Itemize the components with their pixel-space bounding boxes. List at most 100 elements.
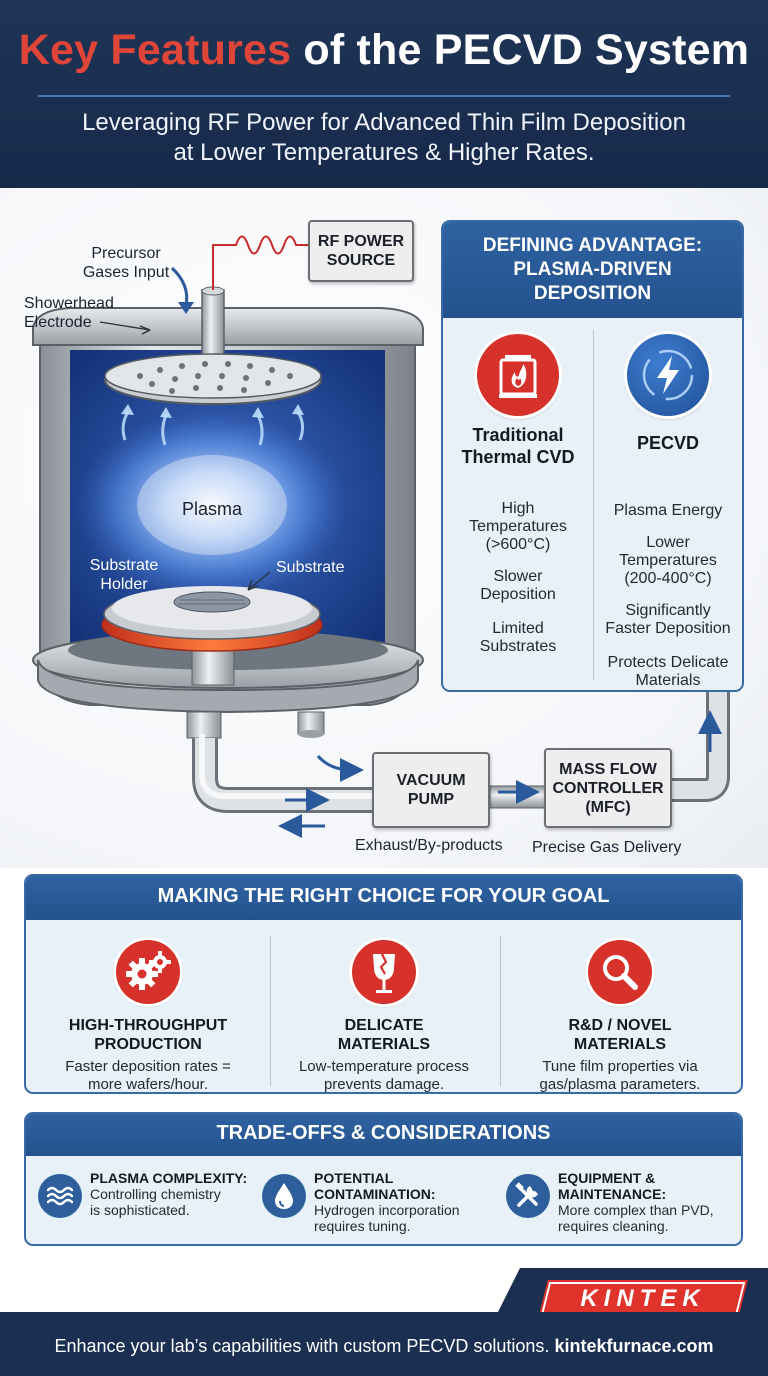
tradeoff-3-desc-line-2: requires cleaning. [558,1218,669,1234]
tradeoff-1-description: Controlling chemistry is sophisticated. [90,1186,221,1218]
waves-icon [38,1174,82,1218]
advantage-title: DEFINING ADVANTAGE: PLASMA-DRIVEN DEPOSI… [443,234,742,306]
thermal-item2-line-1: Slower [493,568,543,585]
footer-website-link[interactable]: kintekfurnace.com [554,1336,714,1356]
substrate-holder-label: Substrate Holder [76,556,172,594]
rf-power-source-box: RF POWER SOURCE [308,220,414,282]
goal-3-heading: R&D / NOVEL MATERIALS [502,1016,738,1054]
fragile-glass-icon [352,940,416,1004]
precursor-label-line-2: Gases Input [82,264,170,281]
page-subtitle: Leveraging RF Power for Advanced Thin Fi… [20,108,748,168]
furnace-flame-icon [477,334,559,416]
rf-source-line-2: SOURCE [326,252,396,269]
vacuum-pump-box: VACUUM PUMP [372,752,490,828]
precursor-label-line-1: Precursor [91,245,161,262]
tradeoff-2-desc-line-1: Hydrogen incorporation [314,1202,460,1218]
thermal-item1-line-2: Temperatures [469,518,567,535]
tradeoffs-title: TRADE-OFFS & CONSIDERATIONS [216,1122,551,1144]
thermal-cvd-heading: Traditional Thermal CVD [443,424,593,468]
thermal-heading-line-1: Traditional [472,425,564,445]
tradeoffs-panel: TRADE-OFFS & CONSIDERATIONS PLASMA COMPL… [24,1112,743,1246]
goal-3-desc-line-2: gas/plasma parameters. [539,1076,701,1093]
goal-3-heading-line-1: R&D / NOVEL [568,1017,672,1034]
thermal-item-substrates: Limited Substrates [443,620,593,656]
page-title: Key Features of the PECVD System [0,26,768,75]
tradeoff-2-heading-line-2: CONTAMINATION: [314,1186,436,1202]
subtitle-line-1: Leveraging RF Power for Advanced Thin Fi… [82,109,686,136]
pecvd-item4-line-2: Materials [635,672,701,689]
goal-2-heading-line-1: DELICATE [344,1017,424,1034]
goal-1-desc-line-2: more wafers/hour. [87,1076,209,1093]
tradeoff-1-heading-line-1: PLASMA COMPLEXITY: [90,1170,248,1186]
goal-1-heading-line-2: PRODUCTION [94,1036,202,1053]
goal-2-desc-line-2: prevents damage. [323,1076,445,1093]
tradeoff-1-desc-line-1: Controlling chemistry [90,1186,221,1202]
thermal-item3-line-1: Limited [492,620,544,637]
column-divider [593,330,594,680]
mfc-line-1: MASS FLOW [559,760,657,778]
pecvd-heading: PECVD [636,433,699,453]
goal-1-heading: HIGH-THROUGHPUT PRODUCTION [30,1016,266,1054]
pecvd-item2-line-3: (200-400°C) [624,570,712,587]
pecvd-item-materials: Protects Delicate Materials [593,654,742,690]
title-rest: of the PECVD System [291,26,750,74]
showerhead-label-line-1: Showerhead [24,295,114,312]
goal-1-heading-line-1: HIGH-THROUGHPUT [68,1017,228,1034]
pecvd-item2-line-2: Temperatures [619,552,717,569]
pecvd-item-temperature: Lower Temperatures (200-400°C) [593,534,742,588]
header-banner: Key Features of the PECVD System Leverag… [0,0,768,188]
goal-1-description: Faster deposition rates = more wafers/ho… [30,1058,266,1093]
advantage-title-line-1: DEFINING ADVANTAGE: [482,235,703,256]
tools-icon [506,1174,550,1218]
magnifier-icon [588,940,652,1004]
tradeoff-3-heading-line-1: EQUIPMENT & [558,1170,656,1186]
exhaust-label: Exhaust/By-products [355,837,503,854]
goal-2-heading-line-2: MATERIALS [337,1036,431,1053]
thermal-item1-line-1: High [501,500,535,517]
thermal-item-deposition: Slower Deposition [443,568,593,604]
goal-1-desc-line-1: Faster deposition rates = [65,1058,231,1075]
gears-icon [116,940,180,1004]
goal-3-description: Tune film properties via gas/plasma para… [502,1058,738,1093]
goal-panel-title: MAKING THE RIGHT CHOICE FOR YOUR GOAL [157,885,610,907]
title-divider [38,95,730,97]
vacuum-pump-line-1: VACUUM [396,772,466,789]
tradeoff-3-heading-line-2: MAINTENANCE: [558,1186,667,1202]
vacuum-pump-line-2: PUMP [407,791,455,808]
goal-divider-2 [500,936,501,1086]
pecvd-item1-line-1: Plasma Energy [613,502,723,519]
footer-tagline: Enhance your lab’s capabilities with cus… [54,1336,550,1356]
tradeoff-plasma-complexity: PLASMA COMPLEXITY: Controlling chemistry… [38,1166,258,1244]
pecvd-item3-line-2: Faster Deposition [605,620,731,637]
mfc-line-2: CONTROLLER [552,779,664,797]
pecvd-item3-line-1: Significantly [625,602,711,619]
tradeoff-3-description: More complex than PVD, requires cleaning… [558,1202,714,1234]
rf-source-line-1: RF POWER [317,233,405,250]
chamber-illustration [32,235,730,838]
thermal-heading-line-2: Thermal CVD [461,447,575,467]
tradeoff-1-desc-line-2: is sophisticated. [90,1202,190,1218]
lightning-bolt-icon [627,334,709,416]
tradeoff-2-desc-line-2: requires tuning. [314,1218,411,1234]
tradeoff-potential-contamination: POTENTIAL CONTAMINATION: Hydrogen incorp… [262,1166,492,1244]
showerhead-label-line-2: Electrode [24,314,92,331]
tradeoff-1-heading: PLASMA COMPLEXITY: [90,1170,247,1186]
goal-2-description: Low-temperature process prevents damage. [266,1058,502,1093]
kintek-logo-text: KINTEK [580,1285,706,1312]
plasma-label: Plasma [182,499,243,519]
advantage-title-line-2: PLASMA-DRIVEN [513,259,672,280]
thermal-item3-line-2: Substrates [479,638,557,655]
tradeoff-2-heading: POTENTIAL CONTAMINATION: [314,1170,436,1202]
substrate-label: Substrate [276,559,345,576]
pecvd-item-plasma: Plasma Energy [593,502,742,520]
pecvd-item-deposition: Significantly Faster Deposition [593,602,742,638]
goal-3-heading-line-2: MATERIALS [573,1036,667,1053]
pecvd-item4-line-1: Protects Delicate [607,654,729,671]
tradeoffs-header: TRADE-OFFS & CONSIDERATIONS [26,1114,741,1156]
goal-divider-1 [270,936,271,1086]
showerhead-electrode-label: Showerhead Electrode [24,294,114,332]
tradeoff-equipment-maintenance: EQUIPMENT & MAINTENANCE: More complex th… [506,1166,736,1244]
goal-choice-panel: MAKING THE RIGHT CHOICE FOR YOUR GOAL [24,874,743,1094]
goal-panel-header: MAKING THE RIGHT CHOICE FOR YOUR GOAL [26,876,741,920]
subtitle-line-2: at Lower Temperatures & Higher Rates. [173,139,595,166]
